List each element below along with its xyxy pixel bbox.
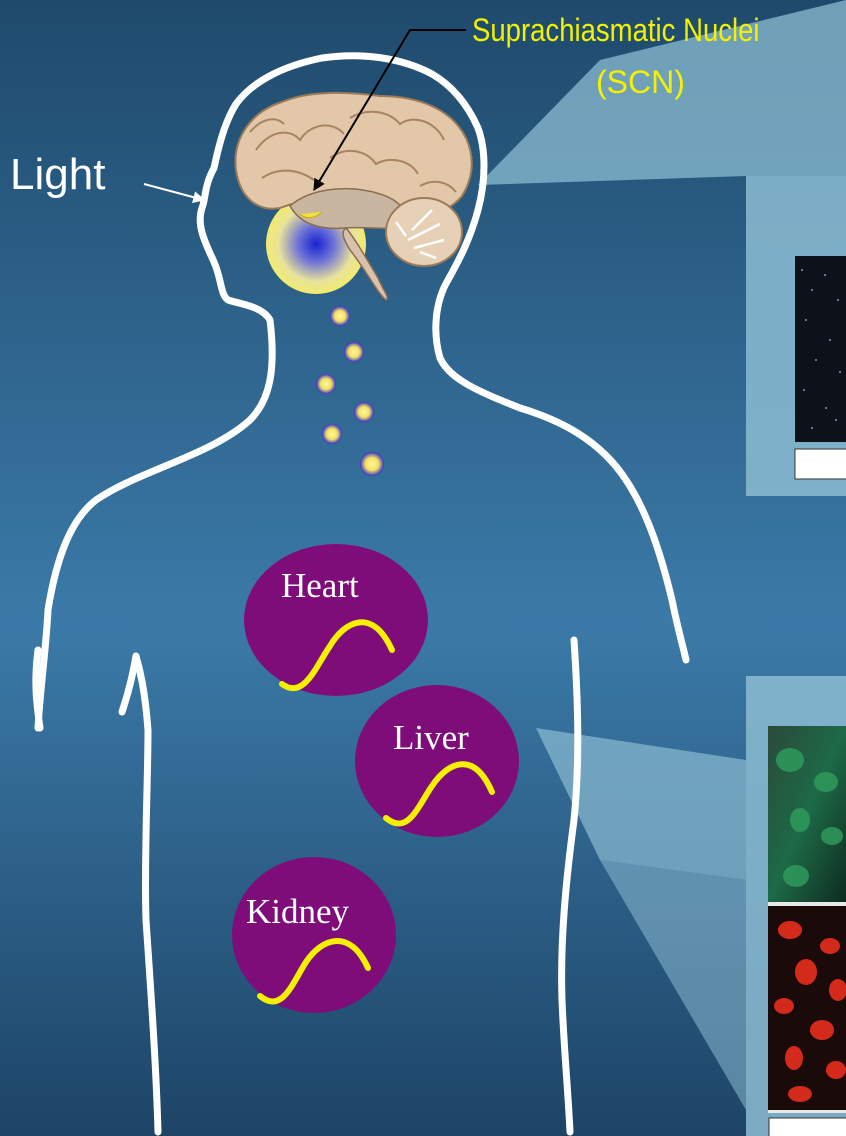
liver-label: Liver [393,718,469,758]
scale-bar [769,1118,846,1136]
scn-name-label: Suprachiasmatic Nuclei [472,12,760,49]
signal-dot-icon [344,342,364,362]
kidney-label: Kidney [246,892,349,932]
signal-dot-icon [354,402,374,422]
signal-dot-icon [360,452,384,476]
scn-abbr-label: (SCN) [596,64,685,101]
signal-dot-icon [316,374,336,394]
signal-dot-icon [322,424,342,444]
scn-micrograph [795,256,846,442]
organ-liver [355,685,519,837]
scale-bar [795,449,846,479]
light-label: Light [10,150,105,200]
signal-dot-icon [330,306,350,326]
heart-label: Heart [281,566,359,606]
organ-kidney [232,857,396,1013]
